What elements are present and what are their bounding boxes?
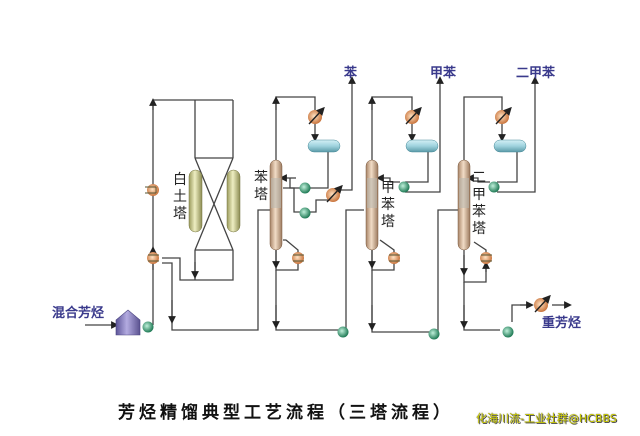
feed-heater-upper-icon — [145, 184, 159, 196]
benzene-reboiler-icon — [292, 252, 304, 264]
heavy-aromatics-cooler-icon — [534, 294, 551, 313]
feed-label: 混合芳烃 — [52, 306, 105, 321]
reflux-drums — [307, 139, 527, 153]
xylene-reflux-pump-icon — [488, 181, 500, 193]
clay-vessel-left — [188, 169, 203, 233]
benzene-condenser-icon — [308, 106, 325, 125]
xylene-condenser-icon — [495, 106, 512, 125]
product-label-benzene: 苯 — [344, 66, 358, 81]
xylene-bottoms-pump-icon — [502, 326, 514, 338]
reboilers — [145, 184, 492, 264]
benzene-reflux-pump-icon — [299, 182, 311, 194]
benzene-product-cooler-icon — [326, 184, 343, 203]
product-label-heavy-aromatics: 重芳烃 — [542, 316, 582, 331]
feed-heat-exchanger-icon — [147, 252, 159, 264]
xylene-reboiler-icon — [480, 252, 492, 264]
benzene-product-pump-icon — [299, 207, 311, 219]
toluene-reflux-pump-icon — [398, 181, 410, 193]
product-label-toluene: 甲苯 — [430, 66, 457, 81]
toluene-condenser-icon — [405, 106, 422, 125]
feed-tank — [115, 309, 141, 336]
distillation-columns — [269, 159, 471, 251]
benzene-reflux-drum — [307, 139, 341, 153]
pipes — [85, 76, 572, 333]
xylene-reflux-drum — [493, 139, 527, 153]
clay-tower-label: 白土塔 — [173, 172, 187, 222]
xylene-tower-label: 二甲苯塔 — [472, 170, 486, 237]
benzene-bottoms-pump-icon — [337, 326, 349, 338]
toluene-bottoms-pump-icon — [428, 328, 440, 340]
watermark: 化海川流-工业社群@HCBBS — [476, 412, 617, 425]
feed-pump-icon — [142, 321, 154, 333]
pumps — [142, 181, 514, 340]
clay-tower-vessels — [188, 169, 241, 233]
condensers — [308, 106, 551, 313]
toluene-tower-label: 甲苯塔 — [381, 180, 395, 230]
clay-vessel-right — [226, 169, 241, 233]
diagram-title: 芳烃精馏典型工艺流程（三塔流程） — [118, 403, 454, 423]
toluene-reboiler-icon — [388, 252, 400, 264]
benzene-tower-label: 苯塔 — [254, 170, 268, 203]
toluene-reflux-drum — [405, 139, 439, 153]
product-label-xylene: 二甲苯 — [516, 66, 556, 81]
